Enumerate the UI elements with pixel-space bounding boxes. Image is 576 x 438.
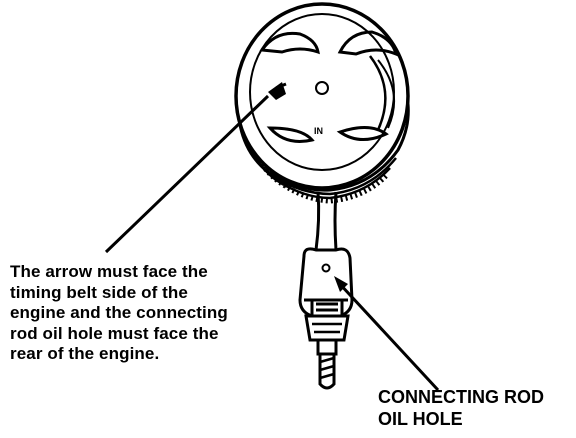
oil-hole-arrowhead-icon (334, 276, 348, 292)
instruction-text: The arrow must face the timing belt side… (10, 262, 228, 363)
center-dimple (315, 81, 329, 95)
oil-hole-label: CONNECTING ROD OIL HOLE (378, 387, 544, 429)
piston-crown (234, 2, 410, 190)
rod-oil-hole (321, 263, 331, 273)
valve-relief-bottom-right (336, 126, 389, 141)
rod-bolt (318, 354, 336, 390)
valve-relief-top-right (337, 30, 399, 57)
arrow-mark-icon (268, 82, 287, 100)
piston (234, 2, 410, 204)
valve-relief-top-left (259, 31, 320, 55)
oil-hole-leader-line (336, 280, 440, 392)
instruction-leader-line (104, 94, 270, 254)
connecting-rod (298, 191, 354, 390)
valve-relief-bottom-left (266, 126, 315, 143)
piston-in-mark: IN (314, 126, 323, 136)
